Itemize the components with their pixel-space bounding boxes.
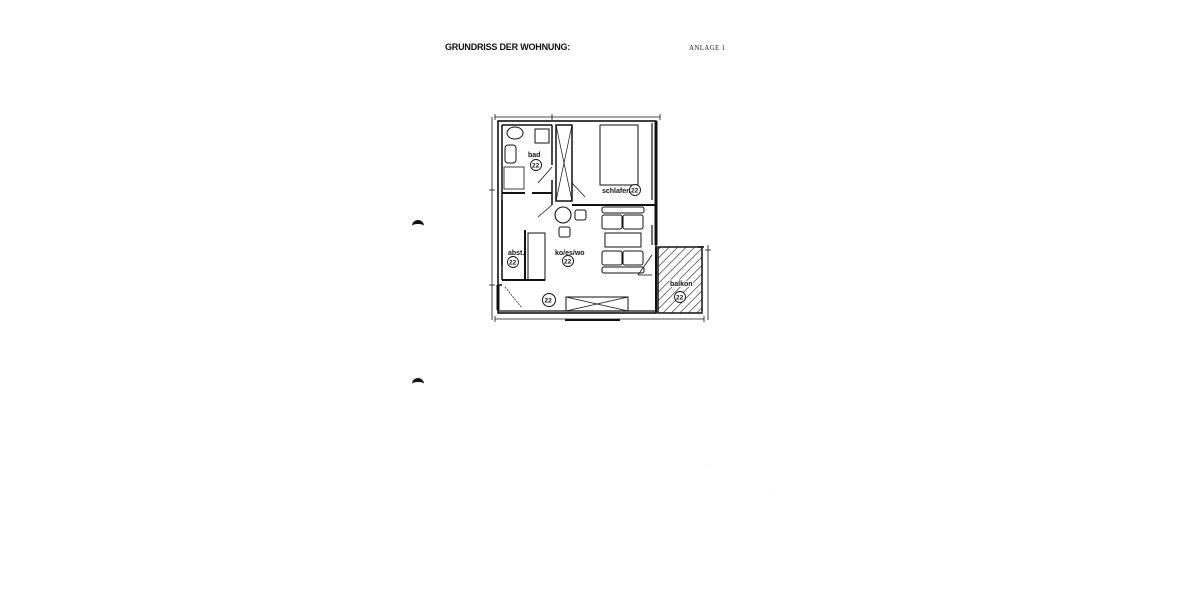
punch-hole-mark-icon [412, 378, 424, 388]
annex-label: ANLAGE 1 [689, 44, 726, 52]
walls [496, 120, 658, 314]
scan-artifact: · [768, 490, 770, 496]
room-label-ko-es-wo: ko/es/wo [555, 250, 585, 257]
punch-hole-mark-icon [412, 220, 424, 230]
room-number-balkon: 22 [676, 295, 684, 302]
dimension-lines [489, 114, 711, 322]
room-label-schlafen: schlafen [602, 188, 630, 195]
page-title: GRUNDRISS DER WOHNUNG: [445, 42, 571, 52]
floor-plan: bad 22 schlafen 22 abst. 22 ko/es/wo 22 … [489, 114, 711, 322]
room-number-ko-es-wo: 22 [564, 259, 572, 266]
room-label-balkon: balkon [670, 281, 693, 288]
room-number-schlafen: 22 [631, 188, 639, 195]
room-label-bad: bad [528, 152, 540, 159]
room-label-abst: abst. [508, 250, 524, 257]
room-number-bad: 22 [532, 163, 540, 170]
room-number-abst: 22 [509, 260, 517, 267]
balcony [655, 246, 704, 314]
scan-artifact: · · · [705, 462, 713, 468]
room-number-flur: 22 [545, 298, 553, 305]
